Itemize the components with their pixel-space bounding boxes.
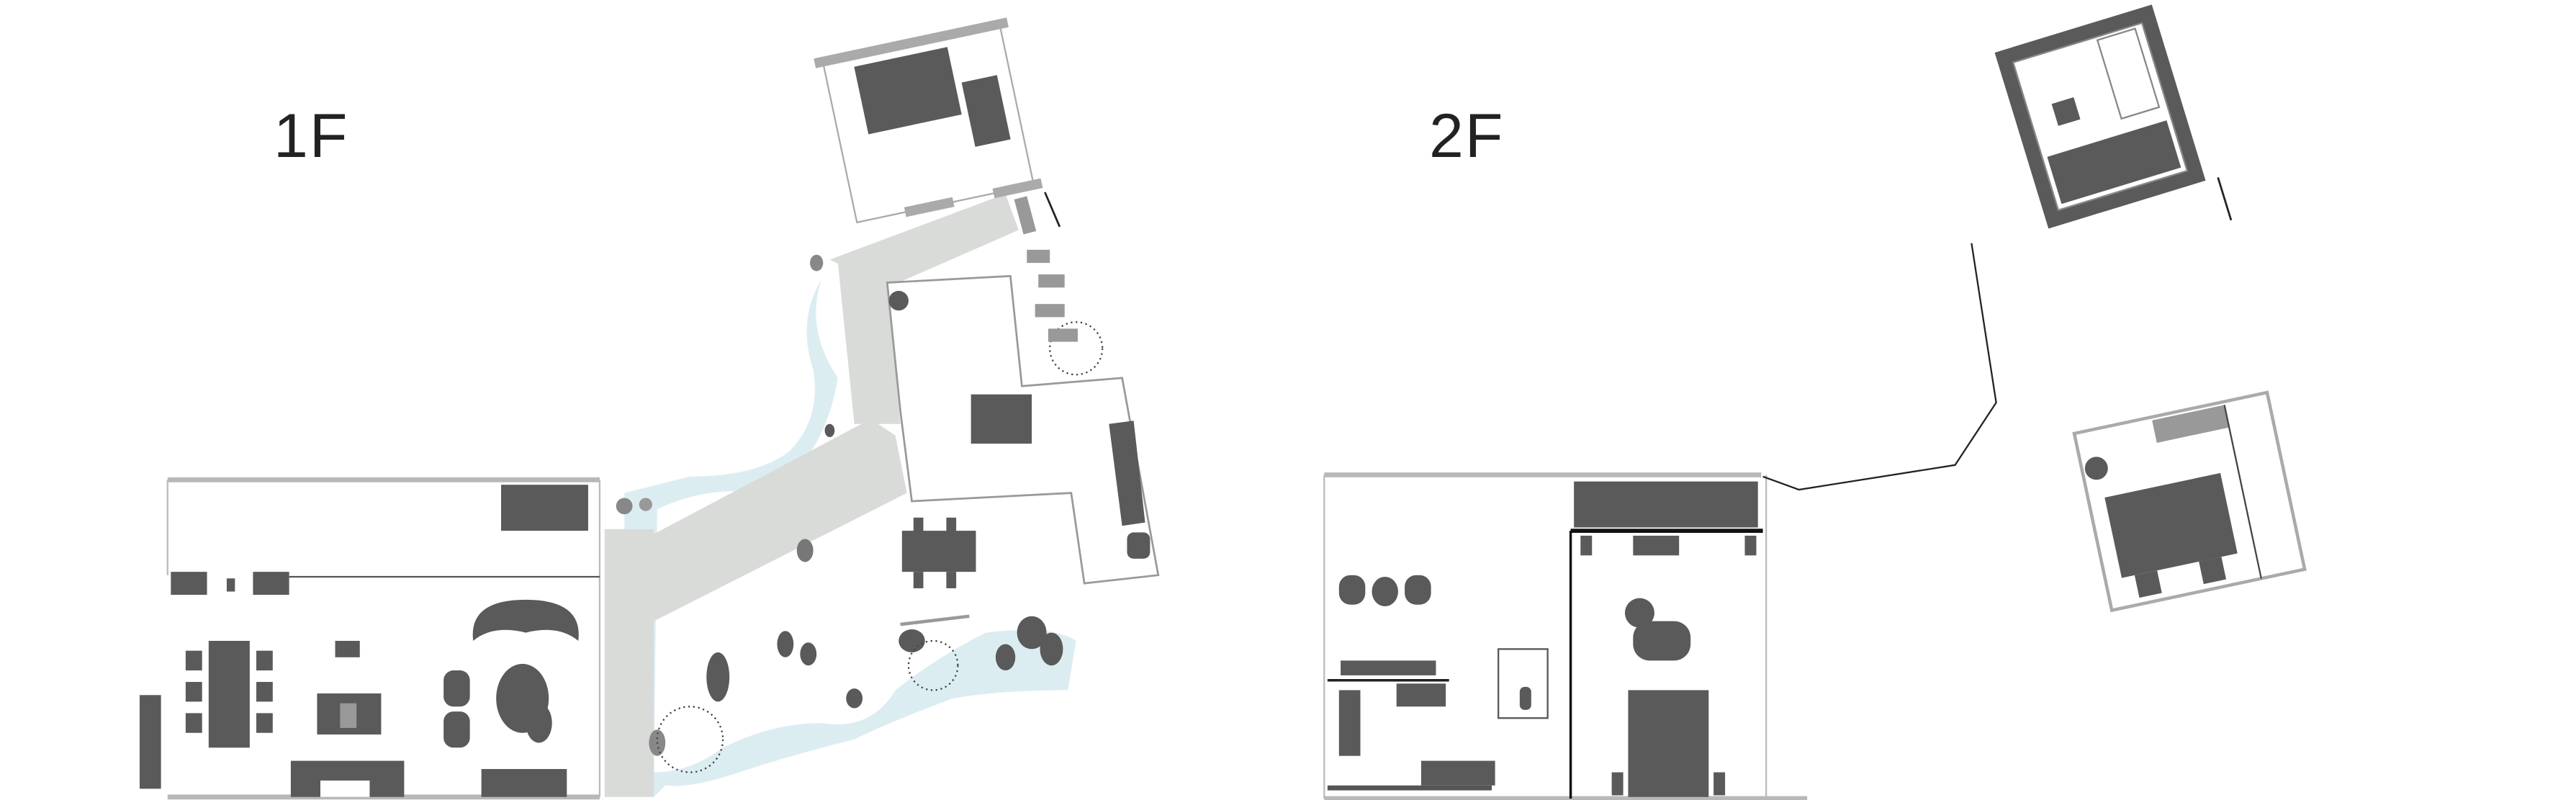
bed [2104, 472, 2238, 578]
dining-table [901, 531, 976, 572]
building-2f-west [1323, 472, 1808, 800]
staircase [501, 485, 588, 531]
floor-label-1f: 1F [274, 102, 349, 171]
walkway [604, 194, 1019, 797]
pavilion-1f [814, 17, 1043, 224]
curved-sofa [472, 599, 579, 641]
building-1f-east [886, 196, 1160, 626]
building-1f-west [139, 477, 601, 800]
building-2f-east [2072, 390, 2307, 613]
staircase [970, 394, 1032, 444]
tree-canopy [656, 321, 1104, 773]
staircase [1574, 481, 1758, 528]
pavilion-2f [1994, 4, 2206, 229]
pool [854, 47, 962, 135]
water-pond [624, 279, 1076, 797]
garden-rocks [616, 254, 1063, 756]
bridge-outline [1762, 243, 1997, 491]
dining-table [208, 640, 250, 748]
bed [1628, 690, 1709, 797]
floor-label-2f: 2F [1429, 102, 1505, 171]
bathtub [1633, 621, 1691, 661]
